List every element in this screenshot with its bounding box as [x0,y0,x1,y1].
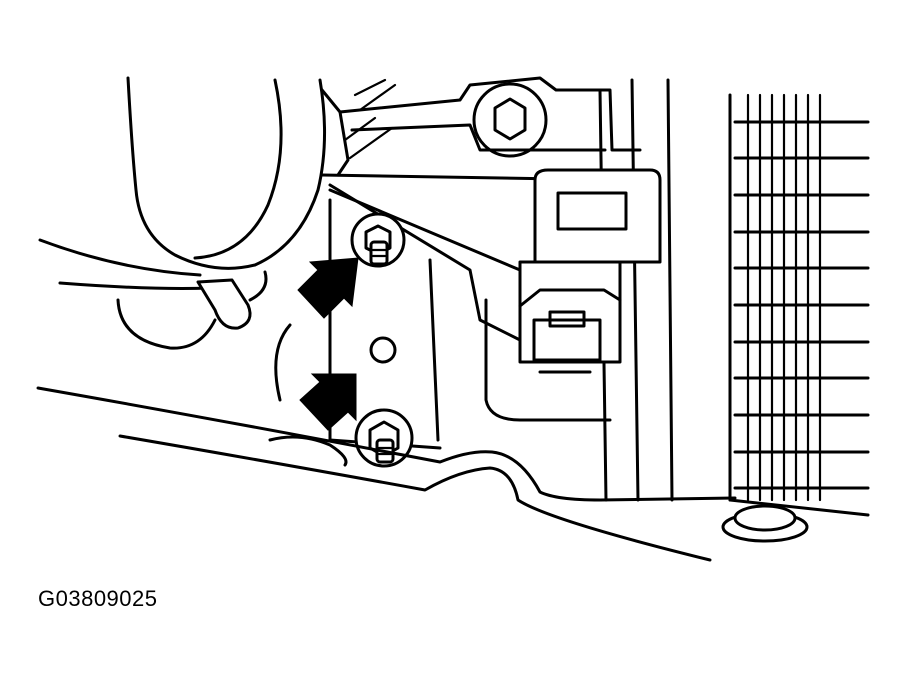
radiator-fins [728,93,870,517]
upper-nut [350,212,406,268]
drain-plug [721,504,809,543]
arrow-lower-icon [299,373,357,431]
curved-housing [38,76,327,290]
bracket-boss [472,82,548,158]
upper-bracket [320,76,642,177]
housing-clip [196,270,268,330]
figure-code: G03809025 [38,586,158,611]
lower-nut [354,408,414,468]
lower-pan [36,386,737,562]
electrical-connector [518,168,662,374]
hex-bolt-icon [493,97,527,141]
arrow-upper-icon [297,257,359,319]
plate-hole [369,336,397,364]
